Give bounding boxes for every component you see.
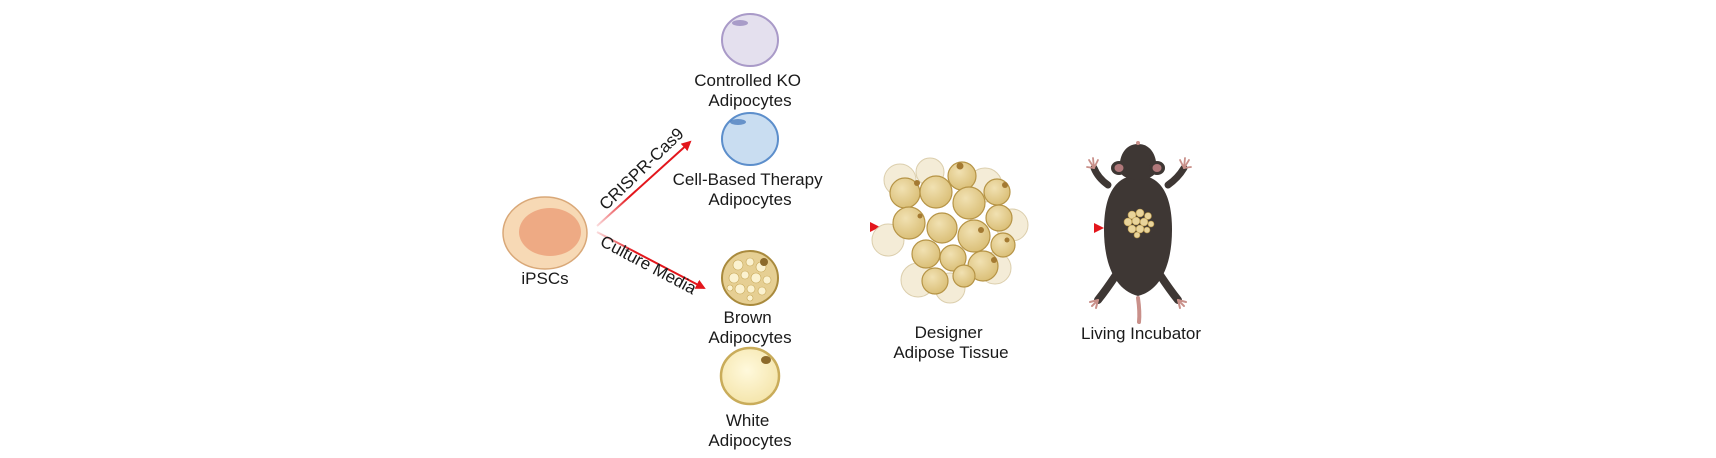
ko-adipocyte-icon — [721, 13, 779, 67]
culture-arrow — [596, 231, 706, 289]
brown-adipocyte-icon — [721, 250, 779, 306]
mouse-icon — [1086, 141, 1192, 324]
ko-label: Controlled KO Adipocytes — [694, 71, 806, 110]
crispr-arrow — [596, 140, 692, 227]
brown-label: Brown Adipocytes — [708, 308, 791, 347]
brown-label-line2: Adipocytes — [708, 328, 791, 347]
white-label-line2: Adipocytes — [708, 431, 791, 450]
ko-label-line1: Controlled KO — [694, 71, 801, 90]
adipose-tissue-cluster-icon — [871, 157, 1029, 304]
living-label: Living Incubator — [1081, 324, 1201, 343]
white-label: White Adipocytes — [708, 411, 791, 450]
therapy-label-line2: Adipocytes — [708, 190, 791, 209]
white-label-line1: White — [726, 411, 769, 430]
therapy-adipocyte-icon — [721, 112, 779, 166]
therapy-label: Cell-Based Therapy Adipocytes — [673, 170, 828, 209]
designer-label-line2: Adipose Tissue — [893, 343, 1008, 362]
white-adipocyte-icon — [719, 346, 781, 406]
ko-label-line2: Adipocytes — [708, 91, 791, 110]
designer-label-line1: Designer — [915, 323, 983, 342]
culture-label: Culture Media — [597, 232, 700, 299]
brown-label-line1: Brown — [724, 308, 772, 327]
therapy-label-line1: Cell-Based Therapy — [673, 170, 823, 189]
ipsc-cell-icon — [502, 196, 588, 270]
crispr-label: CRISPR-Cas9 — [596, 124, 688, 214]
ipsc-label: iPSCs — [521, 269, 568, 288]
designer-label: Designer Adipose Tissue — [893, 323, 1008, 362]
